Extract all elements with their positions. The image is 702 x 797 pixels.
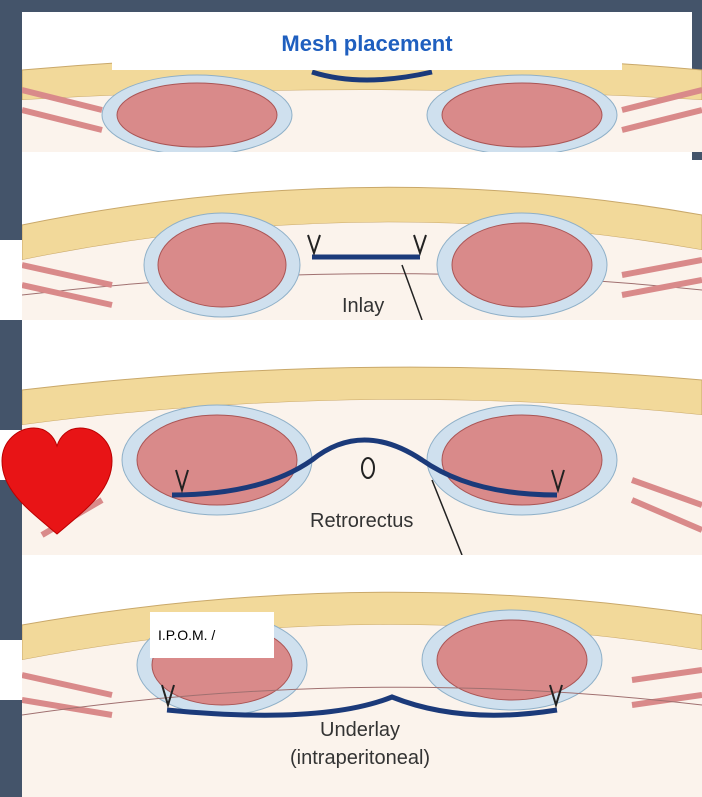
diagram-panel-underlay: Underlay (intraperitoneal) [22, 575, 702, 797]
heart-icon [0, 426, 114, 538]
label-inlay: Inlay [342, 295, 384, 318]
diagram-panel-retrorectus: Retrorectus [22, 360, 702, 555]
page-title: Mesh placement [112, 18, 622, 70]
left-frame-bar [0, 700, 22, 797]
label-underlay: Underlay [320, 719, 400, 742]
top-frame-bar [0, 0, 702, 12]
label-retrorectus: Retrorectus [310, 510, 413, 533]
left-frame-bar [0, 320, 22, 430]
diagram-panel-onlay [22, 60, 702, 152]
label-intraperitoneal: (intraperitoneal) [290, 747, 430, 770]
ipom-label-box: I.P.O.M. / [150, 612, 274, 658]
left-frame-bar [0, 0, 22, 240]
diagram-panel-inlay: Inlay [22, 165, 702, 320]
